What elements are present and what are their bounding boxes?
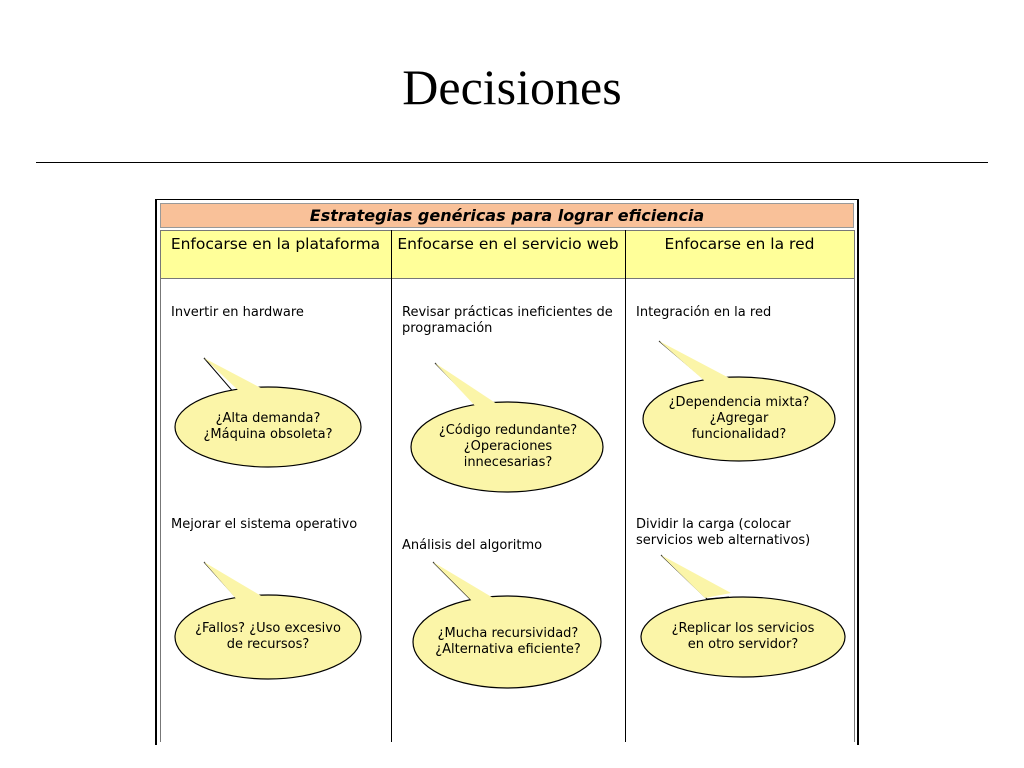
strategy-item-improve-os: Mejorar el sistema operativo ¿Fallos? ¿U… [160,517,391,707]
strategy-item-algorithm-analysis: Análisis del algoritmo ¿Mucha recursivid… [391,538,625,718]
column-platform: Invertir en hardware ¿Alta demanda? ¿Máq… [160,279,391,746]
speech-bubble [640,554,846,678]
strategy-item-invest-hardware: Invertir en hardware ¿Alta demanda? ¿Máq… [160,305,391,485]
bubble-text: ¿Alta demanda? ¿Máquina obsoleta? [203,411,333,442]
speech-bubble [642,340,836,462]
speech-bubble [174,357,362,468]
speech-bubble [174,561,362,680]
strategy-label: Análisis del algoritmo [402,538,543,553]
column-web-service: Revisar prácticas ineficientes de progra… [391,279,625,746]
bubble-text: ¿Mucha recursividad? ¿Alternativa eficie… [435,626,581,657]
figure-header: Estrategias genéricas para lograr eficie… [160,203,854,228]
column-header-web-service: Enfocarse en el servicio web [391,230,625,279]
strategy-label: Dividir la carga (colocar servicios web … [636,517,811,548]
strategy-label: Invertir en hardware [171,305,304,320]
strategy-label: Revisar prácticas ineficientes de progra… [402,305,613,336]
column-divider-right [854,230,855,742]
column-header-platform: Enfocarse en la plataforma [160,230,391,279]
bubble-text: ¿Dependencia mixta? ¿Agregar funcionalid… [668,395,810,442]
bubble-text: ¿Fallos? ¿Uso excesivo de recursos? [195,621,341,652]
strategies-figure: Estrategias genéricas para lograr eficie… [155,199,859,745]
column-network: Integración en la red ¿Dependencia mixta… [625,279,854,746]
bubble-text: ¿Replicar los servicios en otro servidor… [671,621,815,652]
bubble-text: ¿Código redundante? ¿Operaciones inneces… [438,423,578,470]
title-divider [36,162,988,163]
strategy-label: Mejorar el sistema operativo [171,517,358,532]
column-divider-2 [625,230,626,742]
speech-bubble [412,561,602,689]
column-header-network: Enfocarse en la red [625,230,854,279]
slide-title: Decisiones [402,59,622,115]
speech-bubble [410,362,604,493]
strategy-item-split-load: Dividir la carga (colocar servicios web … [625,517,854,707]
strategy-item-network-integration: Integración en la red ¿Dependencia mixta… [625,305,854,485]
strategy-label: Integración en la red [636,305,772,320]
strategy-item-review-practices: Revisar prácticas ineficientes de progra… [391,305,625,505]
column-divider-1 [391,230,392,742]
column-divider-left [160,230,161,742]
